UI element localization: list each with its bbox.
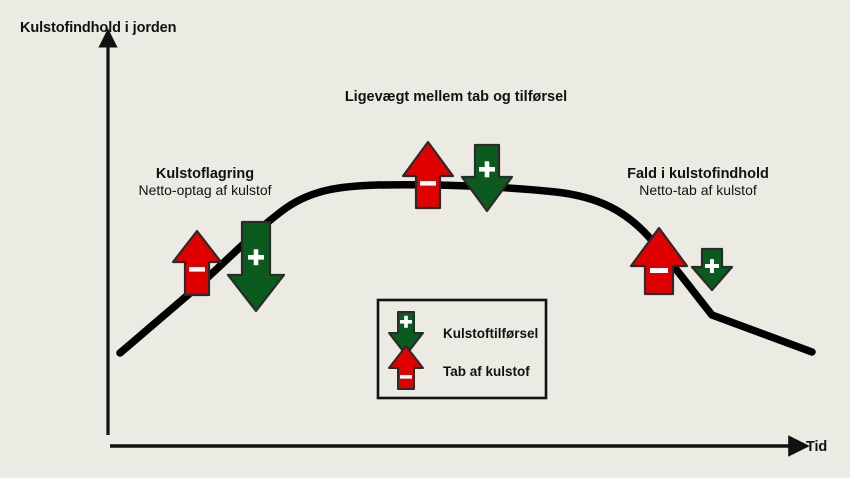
gain-arrow-center [460,143,514,213]
legend-label-gain: Kulstoftilførsel [443,326,539,341]
annotation-right-subtitle: Netto-tab af kulstof [639,182,757,198]
minus-glyph [189,267,205,272]
annotation-center: Ligevægt mellem tab og tilførsel [345,89,567,105]
annotation-left-title: Kulstoflagring [155,166,255,182]
loss-arrow-center [401,140,455,210]
minus-glyph [400,375,412,379]
y-axis-label: Kulstofindhold i jorden [20,20,177,36]
carbon-loss-arrow-icon [388,345,424,390]
loss-arrow-left [171,229,223,297]
annotation-right: Fald i kulstofindhold Netto-tab af kulst… [627,166,769,198]
legend-label-loss: Tab af kulstof [443,364,530,379]
legend-item-loss[interactable] [388,345,424,390]
minus-glyph [420,181,436,186]
plus-glyph [400,315,412,328]
annotation-center-title: Ligevægt mellem tab og tilførsel [344,89,568,105]
plus-glyph [248,249,264,266]
legend-item-gain[interactable] [388,311,424,356]
loss-arrow-right [629,226,689,296]
annotation-left: Kulstoflagring Netto-optag af kulstof [138,166,271,198]
right-pair [629,226,734,296]
plus-glyph [479,161,495,178]
annotation-right-title: Fald i kulstofindhold [627,166,769,182]
x-axis-label: Tid [806,439,828,455]
annotation-left-subtitle: Netto-optag af kulstof [138,182,272,198]
gain-arrow-right [690,247,734,292]
carbon-input-arrow-icon [388,311,424,356]
left-pair [171,220,286,313]
center-pair [401,140,514,213]
gain-arrow-left [226,220,286,313]
minus-glyph [650,268,668,273]
plus-glyph [705,259,719,273]
